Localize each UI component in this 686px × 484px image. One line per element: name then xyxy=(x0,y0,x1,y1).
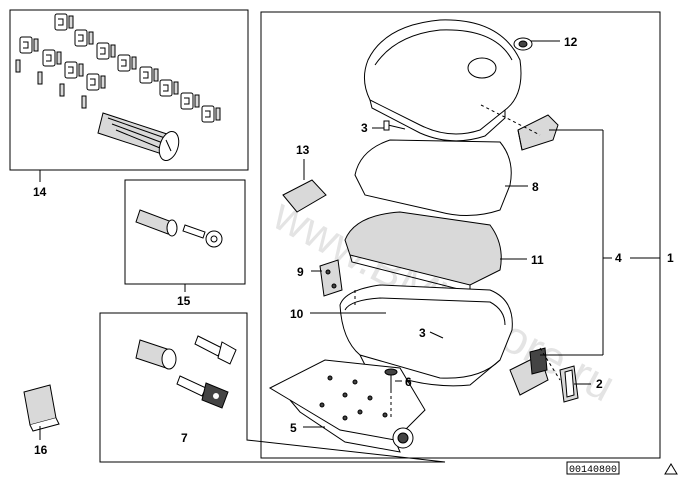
lock-key-set-icon xyxy=(135,335,237,409)
latch-bracket-icon xyxy=(529,347,548,375)
callout-3: 3 xyxy=(361,121,368,135)
callout-16: 16 xyxy=(34,443,48,457)
reflector-icon xyxy=(517,114,559,151)
reference-code: 00140800 xyxy=(569,465,617,476)
reference-code-box xyxy=(566,461,620,475)
callout-11: 11 xyxy=(531,253,544,267)
callout-5: 5 xyxy=(290,421,297,435)
topcase-frame xyxy=(260,11,661,459)
callout-13: 13 xyxy=(296,143,310,157)
callout-14: 14 xyxy=(33,185,47,199)
triangle-icon xyxy=(664,463,678,475)
leader-lines xyxy=(39,40,660,440)
lid-badge-icon xyxy=(513,37,533,51)
hinge-icon xyxy=(319,259,343,297)
sticker-label-icon xyxy=(282,179,327,213)
callout-8: 8 xyxy=(532,180,539,194)
lock-set-frame xyxy=(9,9,249,171)
callout-1: 1 xyxy=(667,251,674,265)
carrier-plate-icon xyxy=(268,359,426,453)
assembly-guide-lines xyxy=(354,104,561,418)
callout-2: 2 xyxy=(596,377,603,391)
callout-7: 7 xyxy=(181,431,188,445)
bolt-icon xyxy=(384,368,398,390)
callout-10: 10 xyxy=(290,307,304,321)
latch-clip-icon xyxy=(559,365,579,403)
screw-icon xyxy=(383,120,406,131)
key-set-icon xyxy=(135,209,223,248)
callout-9: 9 xyxy=(297,265,304,279)
manual-booklet-icon xyxy=(23,384,60,432)
lock-tumbler-set-icon xyxy=(15,13,221,123)
callout-4: 4 xyxy=(615,251,622,265)
lock-cylinder-icon xyxy=(97,112,180,162)
callout-3-lower: 3 xyxy=(419,326,426,340)
callout-15: 15 xyxy=(177,294,191,308)
callout-6: 6 xyxy=(405,375,412,389)
liner-mat-icon xyxy=(344,211,502,293)
lock-assembly-frame xyxy=(99,312,446,463)
callout-12: 12 xyxy=(564,35,578,49)
lid-seal-icon xyxy=(354,139,512,216)
